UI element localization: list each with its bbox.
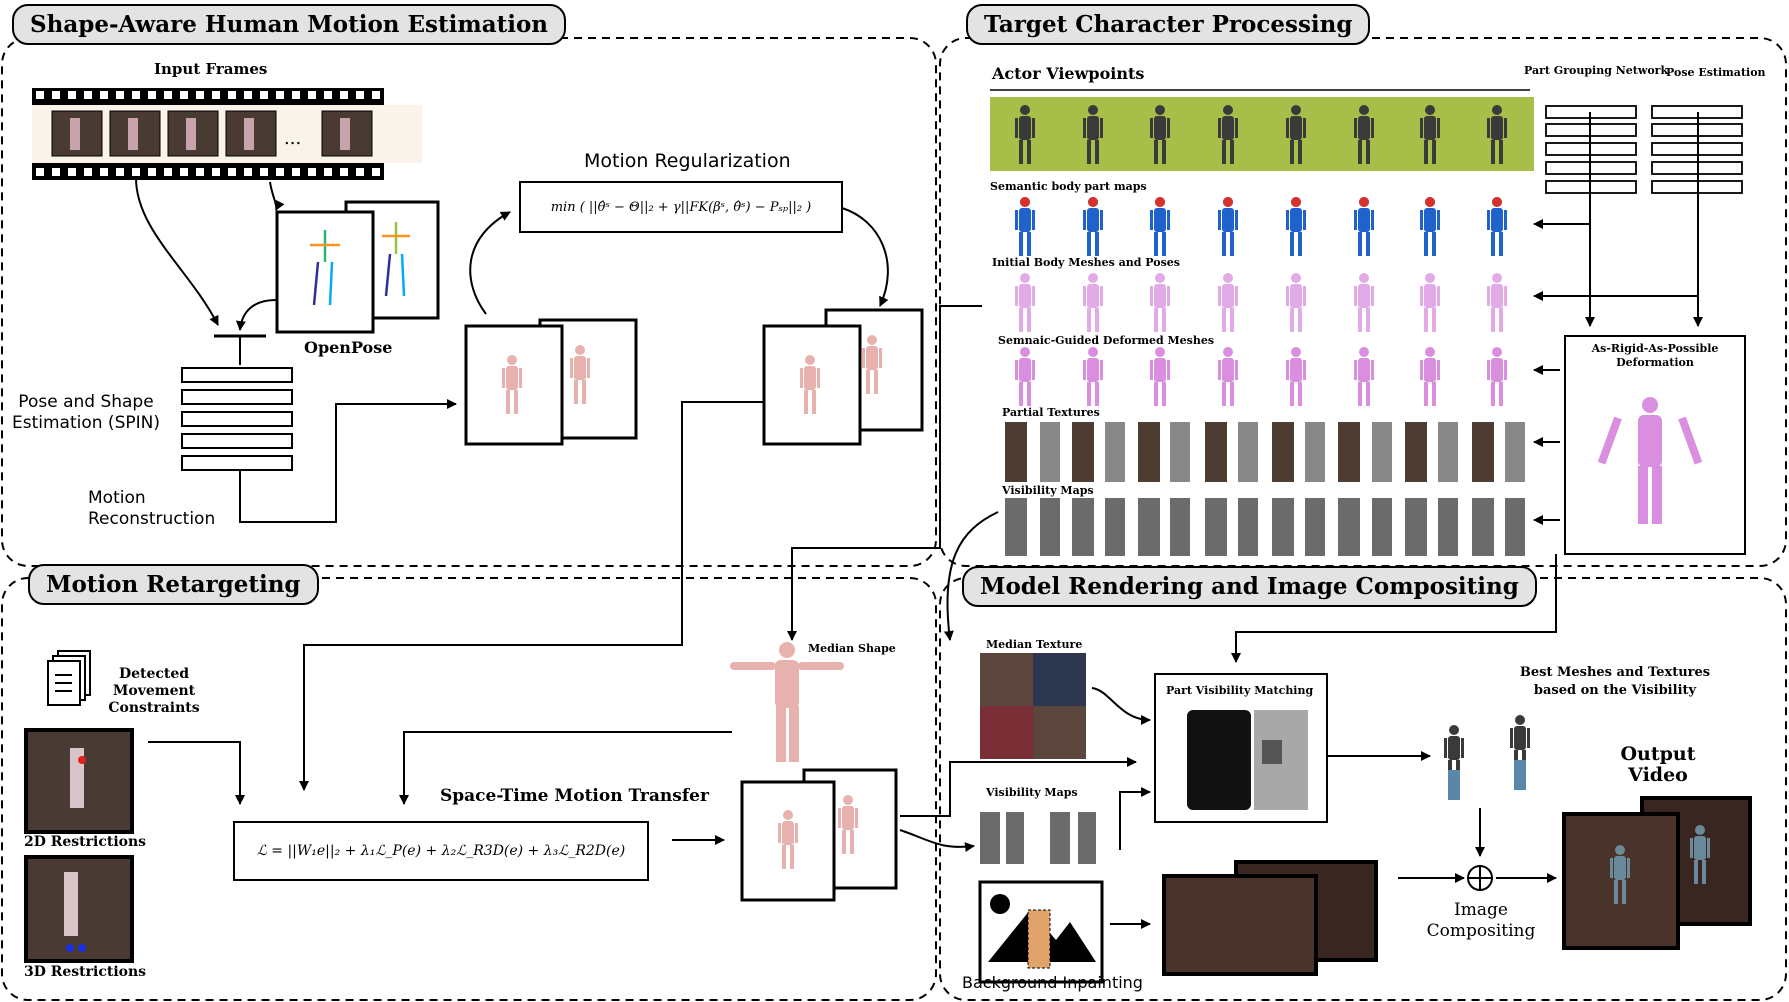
openpose-label: OpenPose (304, 338, 393, 357)
partial-textures (1005, 422, 1525, 482)
regularized-meshes (762, 308, 924, 446)
semantic-guided-deformed-label: Semnaic-Guided Deformed Meshes (998, 334, 1215, 347)
transferred-meshes (740, 768, 898, 902)
initial-body-meshes (1015, 273, 1507, 332)
reconstructed-meshes (464, 318, 638, 446)
best-meshes-textures-label: Best Meshes and Textures based on the Vi… (1519, 665, 1711, 698)
section-title-model-rendering: Model Rendering and Image Compositing (962, 566, 1537, 607)
visibility-maps-label: Visibility Maps (1002, 484, 1094, 497)
deformed-meshes (1015, 347, 1507, 406)
pose-shape-estimation-label: Pose and Shape Estimation (SPIN) (12, 392, 160, 433)
restrictions-3d-label: 3D Restrictions (24, 964, 147, 980)
median-shape-label: Median Shape (808, 642, 896, 655)
median-shape-mesh (730, 642, 844, 762)
semantic-body-part-maps (1015, 197, 1507, 256)
space-time-loss-equation: ℒ = ||W₁e||₂ + λ₁ℒ_P(e) + λ₂ℒ_R3D(e) + λ… (256, 843, 626, 859)
part-grouping-network-label: Part Grouping Network (1524, 64, 1669, 77)
motion-regularization-box (519, 181, 843, 233)
initial-body-meshes-label: Initial Body Meshes and Poses (992, 256, 1180, 269)
arap-deformation-box (1564, 335, 1746, 555)
movement-constraints (24, 650, 134, 963)
background-inpainting-icon (978, 880, 1104, 984)
output-video-frames (1562, 796, 1752, 950)
detected-movement-constraints-label: Detected Movement Constraints (108, 666, 200, 716)
output-video-label: Output Video (1620, 743, 1696, 786)
compositing-symbol (1467, 865, 1493, 891)
input-frames-label: Input Frames (154, 60, 268, 78)
openpose-frames (275, 200, 440, 334)
background-inpainting-label: Background Inpainting (962, 973, 1143, 992)
arap-deformation-label: As-Rigid-As-Possible Deformation (1591, 342, 1719, 369)
space-time-motion-transfer-label: Space-Time Motion Transfer (440, 786, 709, 806)
motion-regularization-equation: min ( ||θ̂ˢ − Θ||₂ + γ||FK(βˢ, θ̂ˢ) − Pₛ… (550, 199, 812, 215)
restrictions-2d-label: 2D Restrictions (24, 834, 147, 850)
render-visibility-maps (980, 812, 1096, 864)
motion-reconstruction-label: Motion Reconstruction (88, 488, 216, 529)
connectors (135, 112, 1703, 929)
space-time-equation-box (233, 821, 649, 881)
image-compositing-label: Image Compositing (1426, 900, 1536, 941)
actor-viewpoints (990, 89, 1534, 171)
motion-regularization-label: Motion Regularization (584, 150, 791, 172)
partial-textures-label: Partial Textures (1002, 406, 1100, 419)
part-visibility-matching-label: Part Visibility Matching (1166, 684, 1314, 697)
part-visibility-matching-box (1154, 673, 1328, 823)
section-title-target-character: Target Character Processing (966, 4, 1371, 45)
section-title-shape-aware: Shape-Aware Human Motion Estimation (12, 4, 567, 45)
semantic-body-part-maps-label: Semantic body part maps (990, 180, 1147, 193)
median-texture-label: Median Texture (986, 638, 1083, 651)
background-frames (1162, 860, 1378, 976)
render-visibility-maps-label: Visibility Maps (986, 786, 1078, 799)
pose-estimation-label: Pose Estimation (1666, 66, 1766, 79)
visibility-maps (1005, 498, 1525, 556)
best-meshes-textured (1444, 715, 1530, 800)
actor-viewpoints-label: Actor Viewpoints (992, 64, 1145, 83)
section-title-motion-retargeting: Motion Retargeting (28, 564, 319, 605)
median-texture (980, 653, 1086, 759)
input-frames-filmstrip (32, 88, 422, 180)
spin-network (181, 334, 293, 471)
frames-ellipsis: ... (284, 128, 302, 149)
